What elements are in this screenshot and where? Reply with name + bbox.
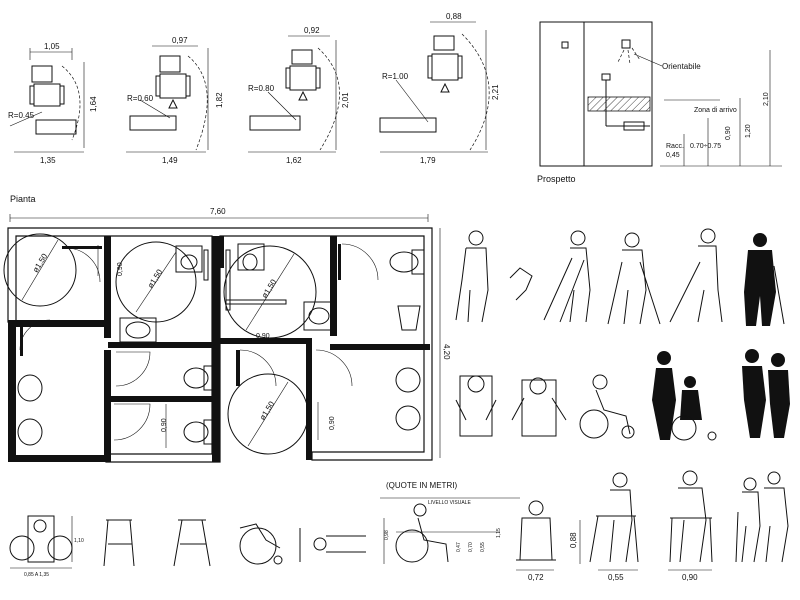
figures-row-2 (455, 349, 790, 441)
bottom-dim-1: 0,85 A 1,35 (24, 572, 49, 578)
radius-2: R=0.60 (127, 94, 154, 103)
plan-depth: 4,20 (442, 344, 451, 360)
radius-4: R=1.00 (382, 72, 409, 81)
label-racc-value: 0,45 (666, 152, 680, 159)
plan-width: 7,60 (210, 207, 226, 216)
dim-side-3: 2,01 (341, 92, 350, 108)
bottom-h-4: 0,47 (456, 542, 462, 552)
turning-diagram-1: 1,05 R=0.45 1,64 1,35 (8, 42, 98, 165)
radius-1: R=0.45 (8, 111, 35, 120)
dim-top-3: 0,92 (304, 26, 320, 35)
bottom-row: 1,10 0,85 A 1,35 LIVELLO VISUALE 1,15 0,… (9, 470, 789, 582)
door-width-4: 0,90 (329, 416, 336, 430)
label-orientabile: Orientabile (662, 62, 701, 71)
circle-diam-4: ø1,50 (258, 399, 277, 422)
elevation-drawing: Orientabile Zona di arrivo Racc. 0,45 0.… (537, 21, 782, 184)
dim-bottom-1: 1,35 (40, 156, 56, 165)
floor-plan: Pianta 7,60 4,20 ø1,50 ø1,50 ø1,50 ø1,5 (3, 194, 451, 463)
bottom-h-3: 0,55 (480, 542, 486, 552)
dim-top-4: 0,88 (446, 12, 462, 21)
elevation-title: Prospetto (537, 174, 576, 184)
circle-diam-3: ø1,50 (260, 277, 279, 300)
bottom-h-6: 0,88 (569, 532, 578, 548)
dim-bottom-3: 1,62 (286, 156, 302, 165)
dim-210: 2,10 (763, 92, 770, 106)
dim-090: 0,90 (725, 126, 732, 140)
door-width-2: 0,90 (117, 262, 124, 276)
label-zona-arrivo: Zona di arrivo (694, 107, 737, 114)
dim-top-1: 1,05 (44, 42, 60, 51)
circle-diam-1: ø1,50 (31, 252, 50, 275)
turning-diagram-3: 0,92 R=0.80 2,01 1,62 (248, 26, 350, 165)
door-width-1: 0,90 (256, 333, 270, 340)
label-racc: Racc. (666, 143, 684, 150)
circle-diam-2: ø1,50 (146, 267, 165, 290)
dim-120: 1,20 (745, 124, 752, 138)
bottom-h-1: 1,15 (496, 528, 502, 538)
label-range: 0.70÷0.75 (690, 143, 721, 150)
bottom-h-2: 0,70 (468, 542, 474, 552)
livello-visuale: LIVELLO VISUALE (428, 500, 471, 506)
dim-side-4: 2,21 (491, 84, 500, 100)
radius-3: R=0.80 (248, 84, 275, 93)
dim-bottom-2: 1,49 (162, 156, 178, 165)
turning-diagram-4: 0,88 R=1.00 2,21 1,79 (379, 12, 500, 165)
turning-diagram-2: 0,97 R=0.60 1,82 1,49 (126, 36, 224, 165)
dim-side-2: 1,82 (215, 92, 224, 108)
door-width-3: 0,90 (161, 418, 168, 432)
bottom-w-2: 0,55 (608, 573, 624, 582)
dim-bottom-4: 1,79 (420, 156, 436, 165)
plan-title: Pianta (10, 194, 36, 204)
dim-top-2: 0,97 (172, 36, 188, 45)
bottom-dim-1b: 1,10 (74, 538, 84, 544)
dim-side-1: 1,64 (89, 96, 98, 112)
figures-row-1 (455, 228, 785, 326)
bottom-h-5: 0,98 (384, 530, 390, 540)
units-note: (QUOTE IN METRI) (386, 481, 457, 490)
bottom-w-3: 0,90 (682, 573, 698, 582)
bottom-w-1: 0,72 (528, 573, 544, 582)
